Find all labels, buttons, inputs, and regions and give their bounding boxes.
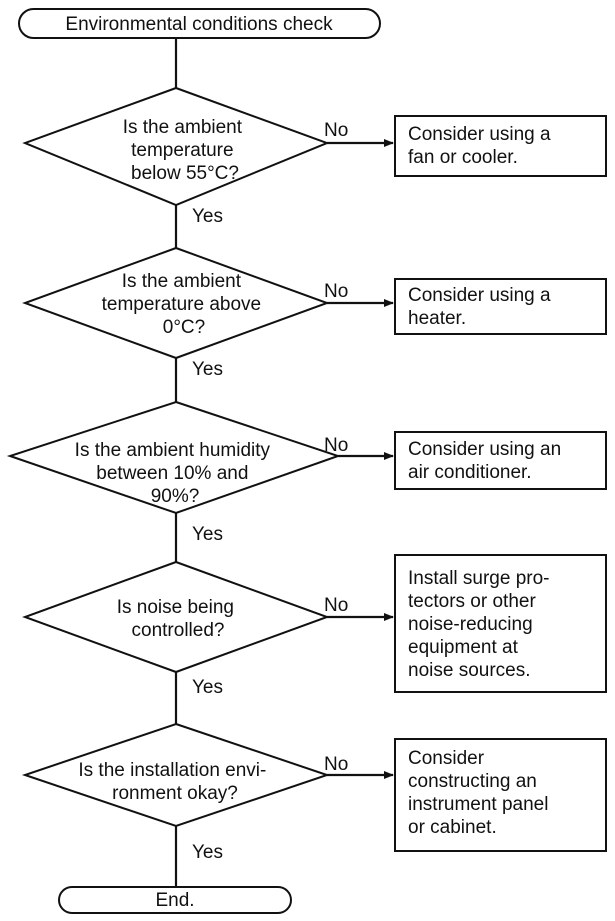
no-label-4: No bbox=[324, 595, 348, 616]
decision-diamond-5 bbox=[21, 722, 331, 828]
no-label-3: No bbox=[324, 435, 348, 456]
decision-5: Is the installation envi- ronment okay? bbox=[21, 722, 331, 828]
action-3: Consider using an air conditioner. bbox=[394, 431, 607, 490]
end-terminator: End. bbox=[58, 886, 292, 914]
start-shape bbox=[18, 8, 381, 39]
action-box-1 bbox=[394, 115, 607, 177]
end-label: End. bbox=[155, 890, 194, 911]
decision-diamond-2 bbox=[22, 246, 330, 360]
yes-label-1: Yes bbox=[192, 206, 223, 227]
decision-3: Is the ambient humidity between 10% and … bbox=[6, 400, 342, 515]
action-box-3 bbox=[394, 431, 607, 490]
action-3-text: Consider using an air conditioner. bbox=[408, 439, 566, 483]
decision-diamond-4 bbox=[22, 560, 330, 674]
action-box-2 bbox=[394, 278, 607, 335]
decision-diamond-3 bbox=[6, 400, 342, 515]
decision-diamond-1 bbox=[22, 86, 330, 207]
action-1: Consider using a fan or cooler. bbox=[394, 115, 607, 177]
action-box-4 bbox=[394, 554, 607, 693]
start-label: Environmental conditions check bbox=[65, 14, 333, 35]
action-1-text: Consider using a fan or cooler. bbox=[408, 124, 556, 168]
action-box-5 bbox=[394, 738, 607, 852]
decision-1: Is the ambient temperature below 55°C? bbox=[22, 86, 330, 207]
no-label-5: No bbox=[324, 754, 348, 775]
yes-label-2: Yes bbox=[192, 359, 223, 380]
decision-2: Is the ambient temperature above 0°C? bbox=[22, 246, 330, 360]
no-label-2: No bbox=[324, 281, 348, 302]
decision-4: Is noise being controlled? bbox=[22, 560, 330, 674]
decision-2-question: Is the ambient temperature above 0°C? bbox=[102, 271, 267, 338]
yes-label-4: Yes bbox=[192, 677, 223, 698]
decision-3-question: Is the ambient humidity between 10% and … bbox=[75, 440, 276, 507]
action-5-text: Consider constructing an instrument pane… bbox=[408, 748, 554, 838]
yes-label-5: Yes bbox=[192, 842, 223, 863]
action-2: Consider using a heater. bbox=[394, 278, 607, 335]
start-terminator: Environmental conditions check bbox=[18, 8, 381, 39]
action-2-text: Consider using a heater. bbox=[408, 285, 556, 329]
decision-4-question: Is noise being controlled? bbox=[117, 597, 240, 641]
decision-5-question: Is the installation envi- ronment okay? bbox=[78, 760, 271, 804]
action-4: Install surge pro- tectors or other nois… bbox=[394, 554, 607, 693]
action-4-text: Install surge pro- tectors or other nois… bbox=[408, 568, 555, 681]
action-5: Consider constructing an instrument pane… bbox=[394, 738, 607, 852]
connectors bbox=[174, 38, 394, 887]
yes-label-3: Yes bbox=[192, 524, 223, 545]
end-shape bbox=[58, 886, 292, 914]
decision-1-question: Is the ambient temperature below 55°C? bbox=[123, 117, 248, 184]
no-label-1: No bbox=[324, 120, 348, 141]
